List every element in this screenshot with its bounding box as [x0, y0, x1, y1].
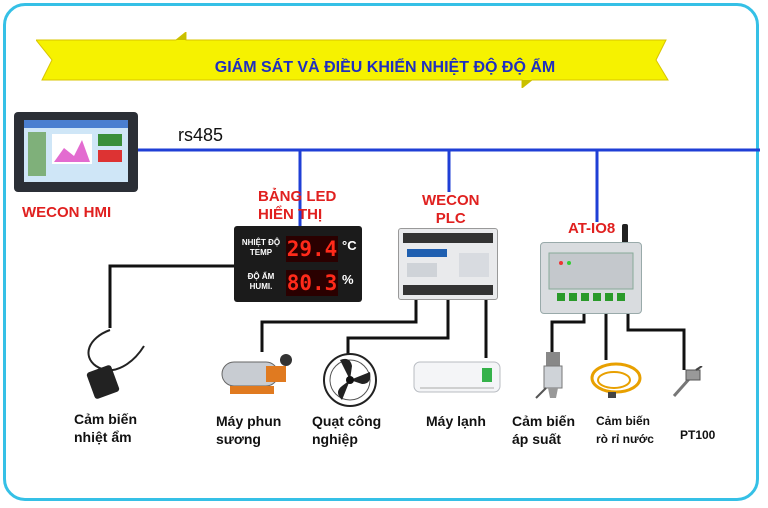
diagram-title: GIÁM SÁT VÀ ĐIỀU KHIỂN NHIỆT ĐỘ ĐỘ ẨM [214, 59, 556, 76]
led-board-label-line2: HIỂN THỊ [258, 206, 323, 223]
mist-sprayer-icon [221, 354, 292, 394]
plc-label: WECON PLC [422, 192, 480, 228]
wire-pressure [550, 312, 586, 354]
temp-unit: °C [342, 238, 357, 253]
led-board-label: BẢNG LED HIỂN THỊ [258, 188, 336, 224]
hmi-device [14, 112, 138, 192]
wire-sensor-th [108, 264, 234, 328]
industrial-fan-icon [323, 353, 377, 407]
io8-label: AT-IO8 [568, 220, 616, 237]
plc-label-line2: PLC [435, 210, 466, 227]
hmi-screen-graphic [24, 120, 128, 176]
wire-pt100 [626, 312, 686, 370]
device-label-air-conditioner: Máy lạnh [426, 413, 486, 429]
title-banner [36, 32, 669, 88]
wire-fan [346, 298, 450, 354]
io8-graphic [548, 252, 634, 301]
humi-value: 80.3 [286, 270, 338, 296]
temp-value: 29.4 [286, 236, 338, 262]
air-conditioner-icon [413, 361, 501, 393]
device-label-pt100: PT100 [680, 428, 716, 442]
plc-label-line1: WECON [422, 192, 480, 209]
antenna-icon [622, 224, 628, 246]
humi-unit: % [342, 272, 354, 287]
hmi-label: WECON HMI [22, 204, 112, 221]
pt100-probe-icon [672, 366, 703, 397]
io8-module [540, 242, 642, 314]
plc-graphic [403, 233, 493, 295]
wire-mist [260, 298, 418, 352]
led-board-label-line1: BẢNG LED [258, 188, 337, 205]
diagram-frame [3, 3, 759, 501]
temp-humidity-sensor-icon [86, 329, 145, 399]
hmi-screen [24, 120, 128, 182]
bus-label: rs485 [178, 125, 224, 145]
plc-device [398, 228, 498, 300]
pressure-sensor-icon [535, 352, 563, 399]
water-leak-sensor-icon [590, 362, 642, 398]
